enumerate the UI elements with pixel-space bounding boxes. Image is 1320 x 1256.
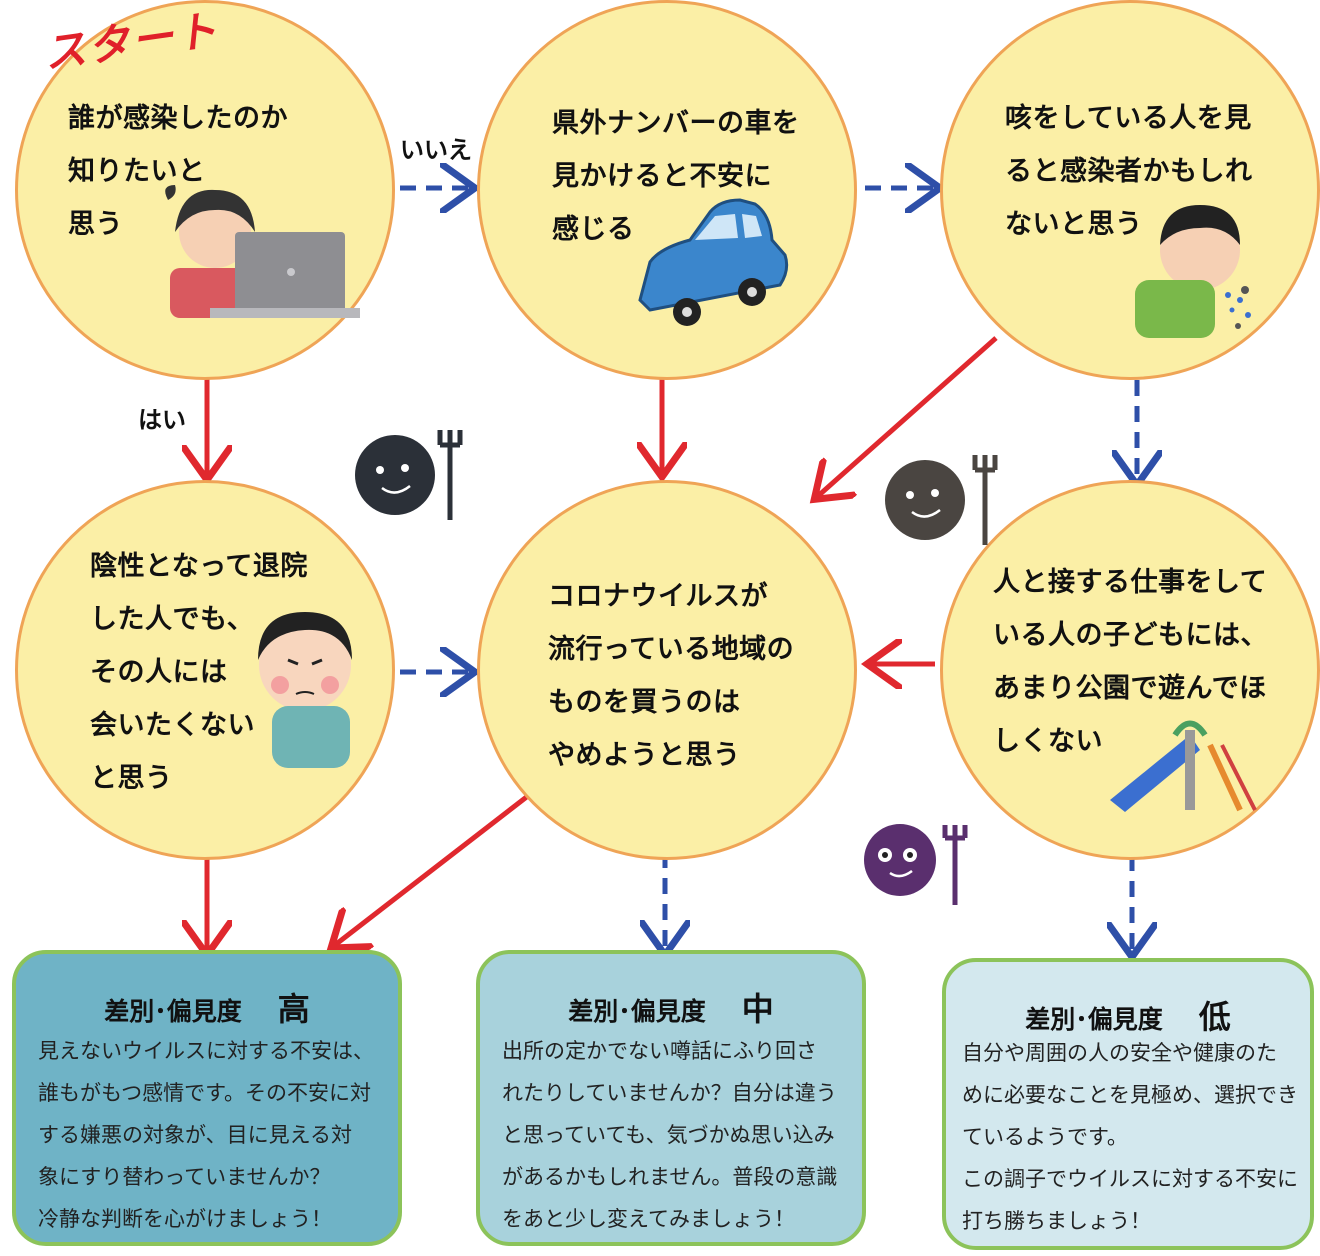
coughing-person-icon — [1135, 205, 1251, 338]
node-q6-text: 人と接する仕事をして いる人の子どもには、 あまり公園で遊んでほ しくない — [993, 567, 1268, 757]
node-q3-text: 咳をしている人を見 ると感染者かもしれ ないと思う — [1005, 103, 1253, 240]
result-mid-title-text: 差別･偏見度 — [568, 997, 706, 1026]
result-box-low: 差別･偏見度 低 自分や周囲の人の安全や健康のた めに必要なことを見極め、選択でき… — [942, 958, 1314, 1250]
arrow-q3-q5 — [818, 336, 998, 496]
node-q5-text: コロナウイルスが 流行っている地域の ものを買うのは やめようと思う — [548, 581, 795, 771]
arrow-q5-high — [335, 790, 535, 945]
result-box-high: 差別･偏見度 高 見えないウイルスに対する不安は、 誰もがもつ感情です。その不安に… — [12, 950, 402, 1246]
result-mid-level: 中 — [741, 990, 774, 1028]
result-low-level: 低 — [1198, 998, 1231, 1036]
result-high-title-text: 差別･偏見度 — [104, 997, 242, 1026]
slide-icon — [1110, 720, 1257, 812]
laptop-person-icon — [165, 185, 360, 318]
result-mid-title: 差別･偏見度 中 — [480, 984, 862, 1030]
blue-car-icon — [638, 198, 789, 326]
result-low-body: 自分や周囲の人の安全や健康のた めに必要なことを見極め、選択でき ているようです… — [962, 1041, 1298, 1233]
node-q1-text: 誰が感染したのか 知りたいと 思う — [68, 103, 288, 240]
result-box-mid: 差別･偏見度 中 出所の定かでない噂話にふり回さ れたりしていませんか？自分は違う… — [476, 950, 866, 1246]
virus-icon — [885, 455, 998, 545]
result-high-body: 見えないウイルスに対する不安は、 誰もがもつ感情です。その不安に対 する嫌悪の対… — [38, 1039, 374, 1231]
frowning-person-icon — [258, 612, 352, 768]
result-high-level: 高 — [277, 990, 310, 1028]
virus-icon — [864, 824, 968, 905]
node-q2 — [477, 0, 857, 380]
result-low-title: 差別･偏見度 低 — [946, 992, 1310, 1038]
node-q2-text: 県外ナンバーの車を 見かけると不安に 感じる — [552, 108, 800, 245]
result-mid-body: 出所の定かでない噂話にふり回さ れたりしていませんか？自分は違う と思っていても… — [502, 1039, 838, 1231]
edge-label-yes: はい — [138, 406, 186, 434]
node-q3 — [940, 0, 1320, 380]
virus-icon — [355, 430, 463, 520]
edge-label-no: いいえ — [400, 136, 472, 164]
node-q5 — [477, 480, 857, 860]
result-high-title: 差別･偏見度 高 — [16, 984, 398, 1030]
node-q4-text: 陰性となって退院 した人でも、 その人には 会いたくない と思う — [90, 551, 308, 794]
result-low-title-text: 差別･偏見度 — [1025, 1005, 1163, 1034]
